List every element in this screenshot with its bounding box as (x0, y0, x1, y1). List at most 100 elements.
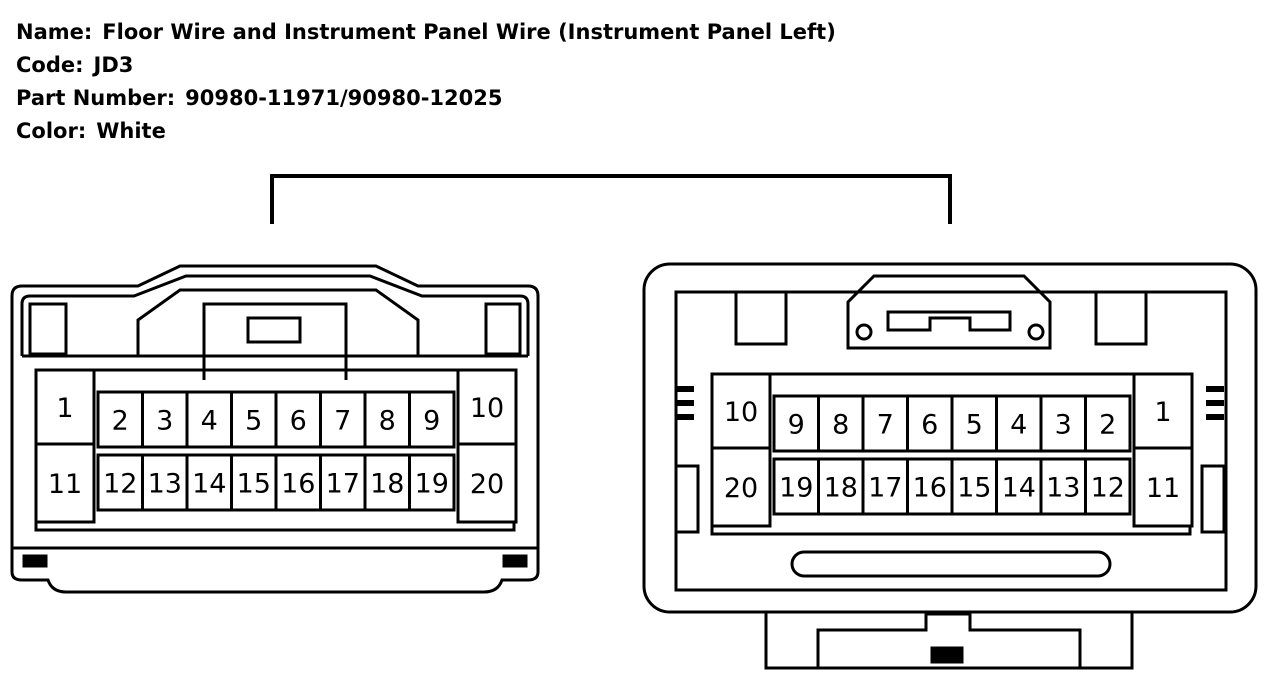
left-pin-6: 6 (290, 406, 307, 437)
left-pin-3: 3 (156, 406, 173, 437)
name-value: Floor Wire and Instrument Panel Wire (In… (102, 20, 836, 44)
left-pin-15: 15 (237, 469, 271, 500)
left-pin-5: 5 (245, 406, 262, 437)
right-pin-13: 13 (1046, 473, 1080, 504)
left-pin-15-cell (230, 453, 278, 512)
right-connector-outline (642, 262, 1258, 614)
right-pin-16: 16 (913, 473, 947, 504)
left-pin-18: 18 (370, 469, 404, 500)
right-tab-key (930, 646, 964, 664)
left-pin-11: 11 (48, 469, 82, 500)
right-pin-6: 6 (921, 410, 938, 441)
left-pin-7: 7 (334, 406, 351, 437)
left-pin-13: 13 (148, 469, 182, 500)
right-pin-3-cell (1039, 394, 1087, 453)
right-pin-10-cell (710, 372, 772, 450)
right-pin-11: 11 (1146, 473, 1180, 504)
right-pin-13-cell (1039, 457, 1087, 516)
left-pin-3-cell (141, 390, 189, 449)
left-pin-17: 17 (326, 469, 360, 500)
right-pin-5: 5 (966, 410, 983, 441)
right-pin-2: 2 (1099, 410, 1116, 441)
right-lock-latch (846, 274, 1052, 350)
part-number-line: Part Number: 90980-11971/90980-12025 (16, 82, 836, 115)
right-pin-7-cell (861, 394, 909, 453)
left-pin-13-cell (141, 453, 189, 512)
right-pin-17: 17 (868, 473, 902, 504)
right-pin-15-cell (950, 457, 998, 516)
left-pin-20: 20 (470, 469, 504, 500)
code-value: JD3 (93, 53, 134, 77)
right-pin-12-cell (1084, 457, 1132, 516)
left-lock-latch (136, 288, 420, 356)
left-pin-4: 4 (201, 406, 218, 437)
right-pin-12: 12 (1091, 473, 1125, 504)
right-pin-17-cell (861, 457, 909, 516)
left-pin-18-cell (363, 453, 411, 512)
left-corner-block-right (484, 302, 522, 356)
left-pin-20-cell (456, 442, 518, 524)
left-pin-14-cell (185, 453, 233, 512)
right-corner-block-left (734, 290, 788, 346)
right-pin-20-cell (710, 446, 772, 528)
connector-info: Name: Floor Wire and Instrument Panel Wir… (16, 16, 836, 148)
right-pin-16-cell (906, 457, 954, 516)
right-latch-slot (886, 310, 1012, 332)
left-pin-7-cell (319, 390, 367, 449)
color-line: Color: White (16, 115, 836, 148)
part-number-label: Part Number: (16, 86, 176, 110)
right-pin-2-cell (1084, 394, 1132, 453)
right-pin-18-cell (817, 457, 865, 516)
right-pin-3: 3 (1055, 410, 1072, 441)
right-latch-hole-left (855, 323, 873, 341)
right-pin-20: 20 (724, 473, 758, 504)
right-side-grips-right (1200, 386, 1226, 534)
left-lock-latch-inner (202, 302, 348, 380)
left-pin-19-cell (408, 453, 456, 512)
left-connector-outline (10, 264, 540, 550)
name-label: Name: (16, 20, 93, 44)
right-pin-14: 14 (1002, 473, 1036, 504)
right-pin-11-cell (1132, 446, 1194, 528)
part-number-value: 90980-11971/90980-12025 (185, 86, 503, 110)
right-pin-15: 15 (957, 473, 991, 504)
right-pin-10: 10 (724, 397, 758, 428)
left-connector-inner-outline (20, 274, 530, 356)
right-pin-18: 18 (824, 473, 858, 504)
right-pin-9-cell (772, 394, 820, 453)
right-pin-9: 9 (788, 410, 805, 441)
left-foot-left (22, 554, 48, 568)
left-skirt (10, 548, 540, 594)
right-pin-4-cell (995, 394, 1043, 453)
left-pin-10: 10 (470, 393, 504, 424)
color-value: White (96, 119, 166, 143)
right-pin-19-cell (772, 457, 820, 516)
left-pin-8: 8 (379, 406, 396, 437)
left-pin-10-cell (456, 368, 518, 446)
left-pin-12: 12 (103, 469, 137, 500)
left-pin-12-cell (96, 453, 144, 512)
left-pin-14: 14 (192, 469, 226, 500)
right-pin-19: 19 (779, 473, 813, 504)
right-bottom-tab (764, 612, 1134, 670)
right-side-grips-left (674, 386, 700, 534)
left-pin-19: 19 (415, 469, 449, 500)
right-corner-block-right (1094, 292, 1148, 346)
right-latch-hole-right (1027, 323, 1045, 341)
left-pin-9: 9 (423, 406, 440, 437)
right-pin-1-cell (1132, 372, 1194, 450)
code-line: Code:JD3 (16, 49, 836, 82)
right-bottom-tab-inner (816, 612, 1082, 668)
left-pin-2: 2 (112, 406, 129, 437)
right-pin-1: 1 (1154, 397, 1171, 428)
left-latch-key (246, 316, 302, 344)
left-corner-block-left (28, 302, 68, 356)
color-label: Color: (16, 119, 87, 143)
left-pin-11-cell (34, 442, 96, 524)
view-bracket (270, 174, 952, 224)
